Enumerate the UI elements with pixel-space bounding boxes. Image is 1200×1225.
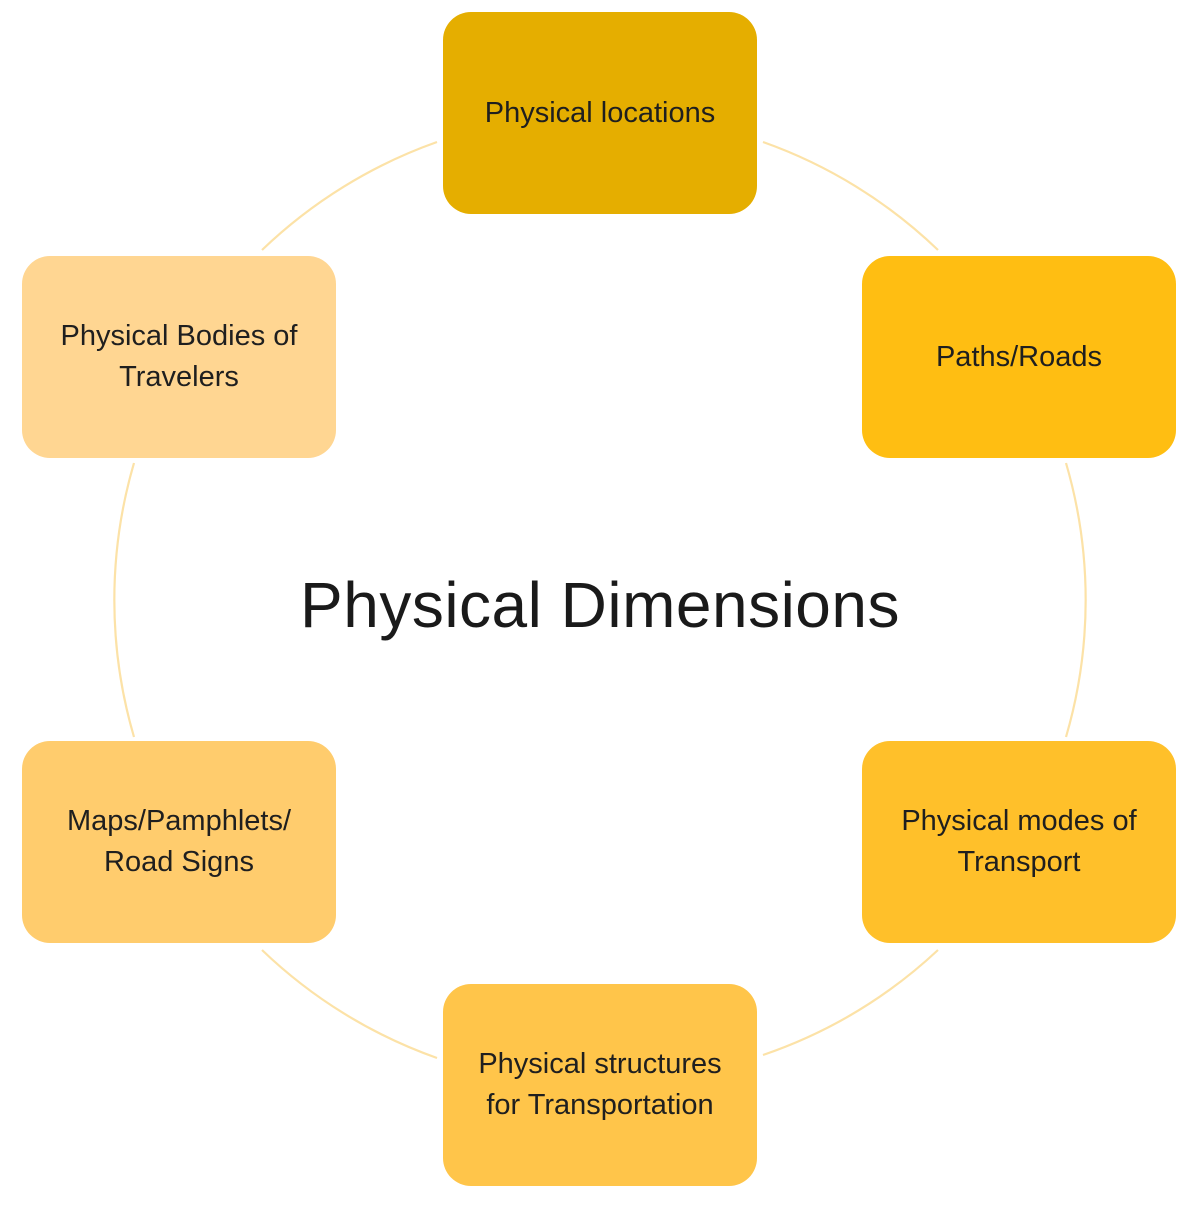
arc-6-1: [261, 140, 438, 251]
node-label: Physical locations: [484, 96, 716, 129]
node-physical-bodies-of-travelers: Physical Bodies of Travelers: [22, 256, 336, 458]
node-physical-structures-for-transportation: Physical structures for Transportation: [443, 984, 757, 1186]
center-title: Physical Dimensions: [300, 569, 900, 641]
node-label: Physical Bodies of Travelers: [60, 320, 298, 393]
arc-5-6: [113, 462, 136, 738]
node-maps-pamphlets-road-signs: Maps/Pamphlets/ Road Signs: [22, 741, 336, 943]
node-label: Paths/Roads: [935, 340, 1103, 373]
node-label: Physical modes of Transport: [901, 805, 1137, 878]
node-label: Physical structures for Transportation: [478, 1048, 722, 1121]
node-physical-locations: Physical locations: [443, 12, 757, 214]
node-label: Maps/Pamphlets/ Road Signs: [66, 805, 292, 878]
node-paths-roads: Paths/Roads: [862, 256, 1176, 458]
arc-3-4: [762, 949, 939, 1057]
arc-4-5: [261, 949, 438, 1060]
node-physical-modes-of-transport: Physical modes of Transport: [862, 741, 1176, 943]
arc-2-3: [1064, 462, 1087, 738]
arc-1-2: [762, 140, 939, 251]
